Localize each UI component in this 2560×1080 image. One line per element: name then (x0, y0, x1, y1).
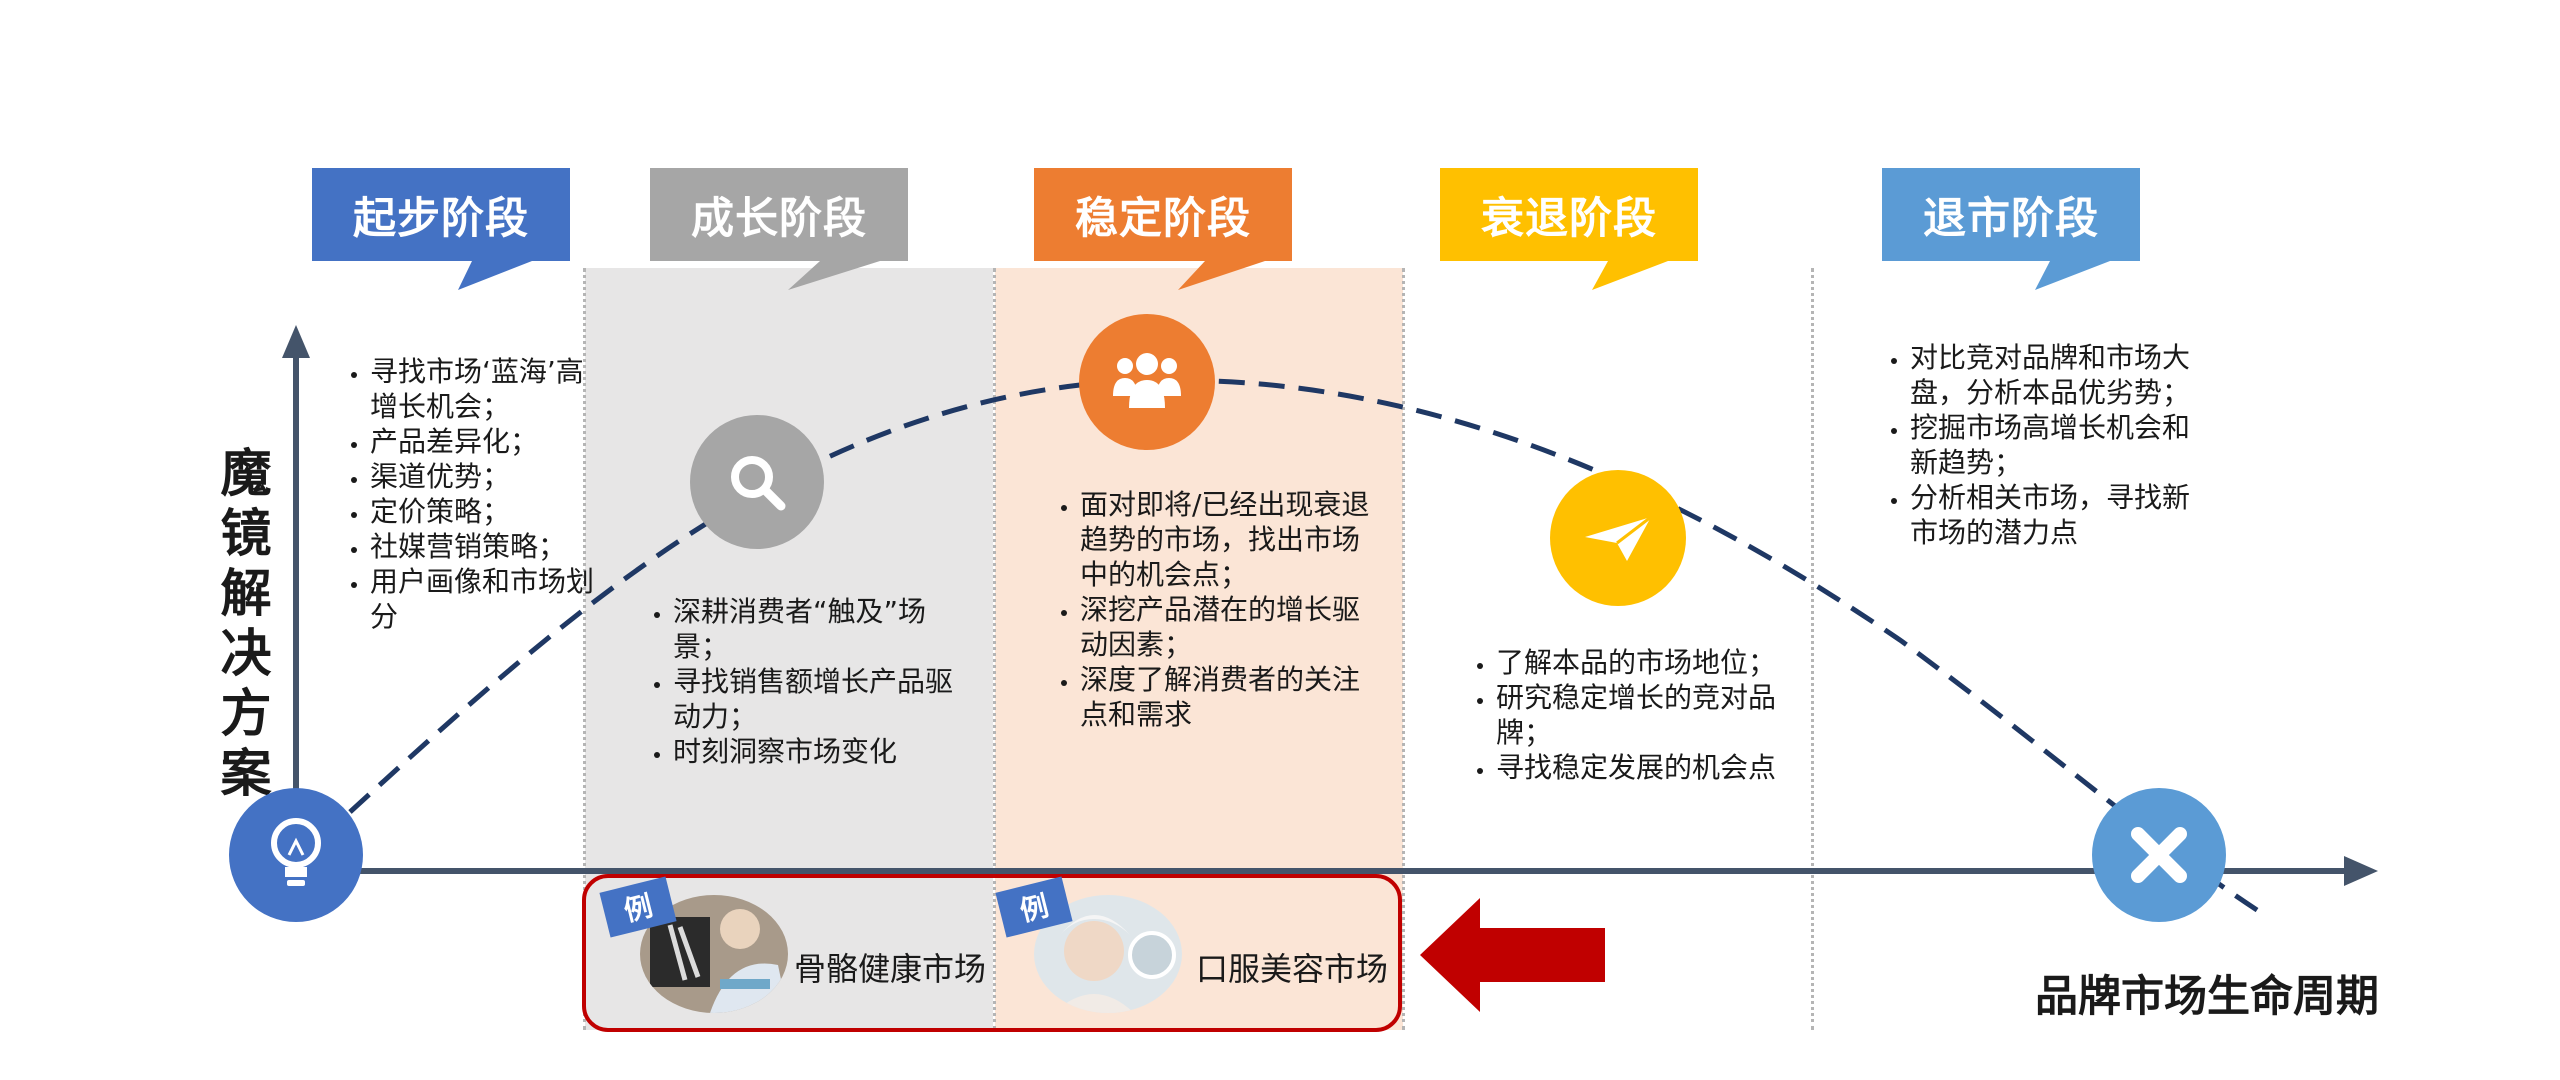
people-icon (1113, 353, 1181, 408)
list-item: 挖掘市场高增长机会和新趋势； (1910, 410, 2200, 480)
stage-tag-startup: 起步阶段 (312, 168, 570, 261)
list-item: 用户画像和市场划分 (370, 564, 610, 634)
list-item: 分析相关市场，寻找新市场的潜力点 (1910, 480, 2200, 550)
close-icon (2131, 827, 2187, 883)
list-item: 面对即将/已经出现衰退趋势的市场，找出市场中的机会点； (1080, 487, 1380, 592)
lightbulb-icon (271, 818, 321, 886)
list-item: 寻找稳定发展的机会点 (1496, 750, 1776, 785)
list-item: 产品差异化； (370, 424, 610, 459)
stage-tag-label: 衰退阶段 (1481, 193, 1657, 244)
stage-tag-tail (2035, 261, 2110, 290)
stage-tag-decline: 衰退阶段 (1440, 168, 1698, 261)
highlight-arrow (1420, 898, 1605, 1012)
bone-health-photo (640, 895, 788, 1013)
stage-divider (1811, 268, 1814, 1030)
list-item: 深度了解消费者的关注点和需求 (1080, 662, 1380, 732)
oral-beauty-photo (1034, 895, 1182, 1013)
stage-tag-exit: 退市阶段 (1882, 168, 2140, 261)
list-item: 社媒营销策略； (370, 529, 610, 564)
stage-icon-exit (2092, 788, 2226, 922)
x-axis-arrowhead (2344, 856, 2378, 886)
examples-box (582, 874, 1402, 1032)
list-item: 寻找销售额增长产品驱动力； (673, 664, 963, 734)
stage-icon-growth (690, 415, 824, 549)
list-item: 深挖产品潜在的增长驱动因素； (1080, 592, 1380, 662)
stage-tag-label: 起步阶段 (353, 193, 529, 244)
stage-tag-stable: 稳定阶段 (1034, 168, 1292, 261)
growth-points: 深耕消费者“触及”场景； 寻找销售额增长产品驱动力； 时刻洞察市场变化 (633, 594, 963, 769)
stable-points: 面对即将/已经出现衰退趋势的市场，找出市场中的机会点； 深挖产品潜在的增长驱动因… (1040, 487, 1380, 732)
stage-divider (1402, 268, 1405, 1030)
list-item: 深耕消费者“触及”场景； (673, 594, 963, 664)
list-item: 时刻洞察市场变化 (673, 734, 963, 769)
list-item: 对比竞对品牌和市场大盘，分析本品优劣势； (1910, 340, 2200, 410)
stage-tag-label: 退市阶段 (1923, 193, 2099, 244)
decline-points: 了解本品的市场地位； 研究稳定增长的竞对品牌； 寻找稳定发展的机会点 (1456, 645, 1776, 785)
stage-tag-tail (1592, 261, 1668, 290)
x-axis-label: 品牌市场生命周期 (2035, 972, 2379, 1022)
vertical-title: 魔镜解决方案 (220, 445, 272, 804)
stage-tag-tail (788, 261, 880, 290)
example-label-bone-health: 骨骼健康市场 (794, 950, 987, 988)
list-item: 了解本品的市场地位； (1496, 645, 1776, 680)
stage-icon-stable (1079, 314, 1215, 450)
stage-divider (583, 268, 586, 1030)
stage-tag-label: 稳定阶段 (1075, 193, 1251, 244)
startup-points: 寻找市场‘蓝海’高增长机会； 产品差异化； 渠道优势； 定价策略； 社媒营销策略… (330, 354, 610, 634)
list-item: 定价策略； (370, 494, 610, 529)
paper-plane-icon (1585, 515, 1652, 561)
exit-points: 对比竞对品牌和市场大盘，分析本品优劣势； 挖掘市场高增长机会和新趋势； 分析相关… (1870, 340, 2200, 550)
stage-tag-tail (458, 261, 532, 290)
stage-divider (993, 268, 996, 1030)
stage-tag-growth: 成长阶段 (650, 168, 908, 261)
list-item: 寻找市场‘蓝海’高增长机会； (370, 354, 610, 424)
list-item: 研究稳定增长的竞对品牌； (1496, 680, 1776, 750)
y-axis-arrowhead (282, 325, 310, 358)
stage-tag-tail (1178, 261, 1265, 290)
example-label-oral-beauty: 口服美容市场 (1196, 950, 1389, 988)
stage-tag-label: 成长阶段 (691, 193, 867, 244)
lifecycle-curve (348, 377, 2262, 915)
list-item: 渠道优势； (370, 459, 610, 494)
stage-icon-startup (229, 788, 363, 922)
stage-icon-decline (1550, 470, 1686, 606)
search-icon (731, 456, 786, 511)
